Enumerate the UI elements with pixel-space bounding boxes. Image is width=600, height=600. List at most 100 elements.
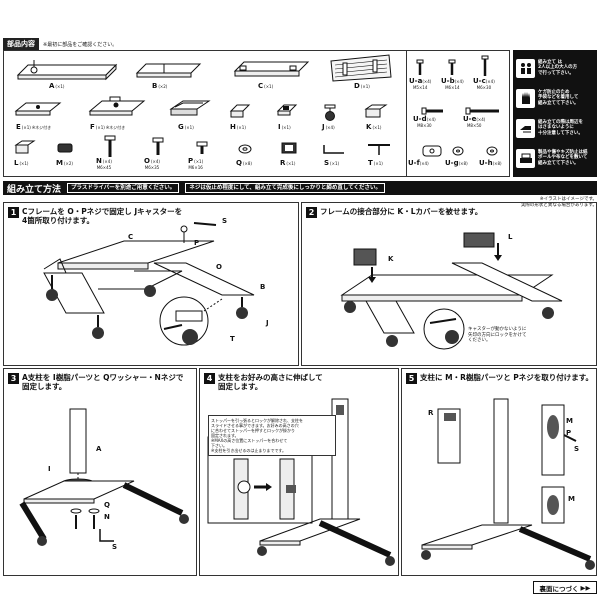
washer-uh-icon xyxy=(486,146,498,156)
part-g-label: G(×1) xyxy=(178,123,194,131)
step-5-label-p: P xyxy=(566,429,572,437)
parts-header-note: ※最初に部品をご確認ください。 xyxy=(43,41,118,48)
part-d-drawing xyxy=(330,54,392,82)
step-3-illustration xyxy=(19,408,189,546)
part-h-label: H(×1) xyxy=(230,123,246,131)
step-1-illustration xyxy=(43,222,255,346)
screw-ua-icon xyxy=(416,59,424,75)
step-text: Cフレームを O・Pネジで固定し Jキャスターを 4箇所取り付けます。 xyxy=(22,207,183,225)
screw-ub-label: U-b(×4)M6×14 xyxy=(441,77,464,90)
part-k-drawing xyxy=(364,104,388,118)
safety-warnings-panel: 組み立て は 2人以上の大人の方 で行って下さい。 ケガ防止のため 手袋などを着… xyxy=(513,50,597,177)
step-3-label-n: N xyxy=(104,513,110,521)
continue-on-back-label: 裏面につづく▶▶ xyxy=(533,581,597,594)
screw-uc-icon xyxy=(481,55,489,76)
screw-ue-label: U-e(×4)M8×50 xyxy=(463,115,486,128)
caster-lock-note: キャスターが動かないように 矢印の方向にロックをかけて ください。 xyxy=(468,327,527,343)
illustration-note: ※イラストはイメージです。 実際の形状と異なる場合があります。 xyxy=(520,197,597,208)
parts-header-tag: 部品内容 xyxy=(3,38,39,50)
warning-text: ケガ防止のため 手袋などを着用して 組み立てて下さい。 xyxy=(538,89,579,106)
step-5-label-r: R xyxy=(428,409,434,417)
warning-cushion: 製品や傷やキズ防止は紙 ボールや布などを敷いて 組み立てて下さい。 xyxy=(516,144,594,172)
part-a-label: A(×1) xyxy=(49,82,65,90)
part-l-label: L(×1) xyxy=(14,159,29,167)
stopper-instruction-callout: ストッパーを引っ張るとロックが解除され、支柱を スライドさせる事ができます。お好… xyxy=(208,415,336,456)
step-2-illustration xyxy=(340,232,563,350)
part-m-drawing xyxy=(57,143,73,153)
part-m-label: M(×2) xyxy=(56,159,73,167)
screw-ud-label: U-d(×4)M8×30 xyxy=(413,115,436,128)
washer-ug-label: U-g(×8) xyxy=(445,159,468,167)
part-s-drawing xyxy=(323,145,344,154)
two-people-icon xyxy=(516,58,535,78)
screw-ub-icon xyxy=(448,59,456,75)
step-text: 支柱をお好みの高さに伸ばして 固定します。 xyxy=(218,373,323,391)
step-text: 支柱に M・R樹脂パーツと Pネジを取り付けます。 xyxy=(420,373,594,382)
step-number: 5 xyxy=(406,373,417,384)
step-5-label-m2: M xyxy=(568,495,575,503)
assembly-title: 組み立て方法 xyxy=(7,184,62,195)
part-t-label: T(×1) xyxy=(368,159,383,167)
glove-icon xyxy=(516,88,535,108)
step-3-label-q: Q xyxy=(104,501,110,509)
step-2-label-k: K xyxy=(388,255,394,263)
part-r-label: R(×1) xyxy=(280,159,296,167)
part-l-drawing xyxy=(14,140,36,154)
step-number: 1 xyxy=(8,207,19,218)
washer-uh-label: U-h(×8) xyxy=(479,159,502,167)
step-5-label-m: M xyxy=(566,417,573,425)
parts-header: 部品内容 ※最初に部品をご確認ください。 xyxy=(3,38,403,50)
part-j-label: J(×4) xyxy=(322,123,335,131)
warning-gloves: ケガ防止のため 手袋などを着用して 組み立てて下さい。 xyxy=(516,84,594,112)
step-number: 3 xyxy=(8,373,19,384)
part-b-drawing xyxy=(135,63,202,78)
part-p-label: P(×1)M6×16 xyxy=(188,157,204,170)
part-r-drawing xyxy=(281,142,297,154)
step-4-illustration xyxy=(207,398,395,566)
part-k-label: K(×1) xyxy=(366,123,382,131)
part-e-label: E(×1)※ネジ付き xyxy=(16,123,52,131)
step-1-label-s: S xyxy=(222,217,228,225)
step-1-label-t: T xyxy=(230,335,235,343)
step-3-label-a: A xyxy=(96,445,102,453)
step-text: フレームの接合部分に K・Lカバーを被せます。 xyxy=(320,207,483,216)
screw-ue-icon xyxy=(465,107,499,115)
part-s-label: S(×1) xyxy=(324,159,340,167)
part-g-drawing xyxy=(169,100,211,116)
step-3-label-i: I xyxy=(48,465,51,473)
pinch-hand-icon xyxy=(516,118,535,138)
washer-ug-icon xyxy=(452,146,464,156)
double-chevron-icon: ▶▶ xyxy=(580,583,591,592)
part-o-drawing xyxy=(152,137,164,155)
step-1-label-p: P xyxy=(194,239,200,247)
step-1-label-o: O xyxy=(216,263,222,271)
part-j-drawing xyxy=(324,104,336,121)
step-2-label-l: L xyxy=(508,233,513,241)
warning-two-people: 組み立て は 2人以上の大人の方 で行って下さい。 xyxy=(516,54,594,82)
part-h-drawing xyxy=(229,104,251,118)
cushion-icon xyxy=(516,148,535,168)
screw-ua-label: U-a(×4)M5×14 xyxy=(409,77,432,90)
screw-ud-icon xyxy=(421,107,443,115)
screw-note-chip: ネジは仮止め程度にして、組み立て完成後にしっかりと締め直してください。 xyxy=(185,183,386,193)
warning-text: 組み立ての際は周辺を はさまないように 十分注意して下さい。 xyxy=(538,119,583,136)
part-a-drawing xyxy=(16,60,118,81)
step-5-label-s: S xyxy=(574,445,580,453)
part-i-label: I(×1) xyxy=(278,123,291,131)
part-p-drawing xyxy=(196,141,208,154)
part-f-drawing xyxy=(88,96,146,116)
parts-list-panel: A(×1) B(×2) C(×1) D(×1) E(×1)※ネジ付き F(×1)… xyxy=(3,50,407,177)
step-number: 2 xyxy=(306,207,317,218)
part-q-drawing xyxy=(238,144,252,154)
part-e-drawing xyxy=(14,102,62,116)
warning-text: 製品や傷やキズ防止は紙 ボールや布などを敷いて 組み立てて下さい。 xyxy=(538,149,588,166)
part-b-label: B(×2) xyxy=(152,82,168,90)
part-t-drawing xyxy=(368,144,390,155)
part-n-drawing xyxy=(104,135,116,157)
part-d-label: D(×1) xyxy=(354,82,370,90)
part-n-label: N(×4)M6×45 xyxy=(96,157,112,170)
warning-pinch: 組み立ての際は周辺を はさまないように 十分注意して下さい。 xyxy=(516,114,594,142)
step-number: 4 xyxy=(204,373,215,384)
part-i-drawing xyxy=(276,104,298,116)
